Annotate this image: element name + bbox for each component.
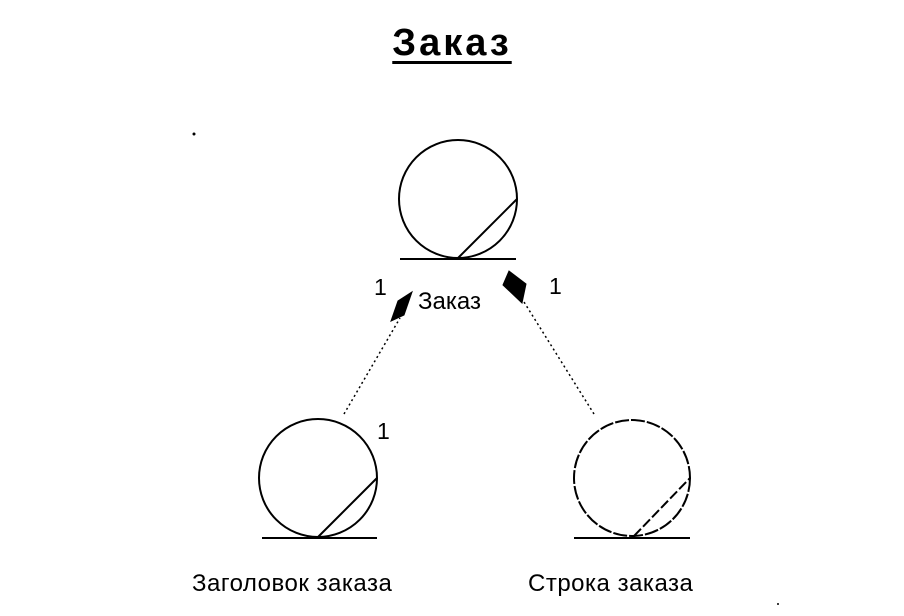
multiplicity-order-header-side: 1 <box>377 418 390 444</box>
entity-order-circle <box>398 139 518 259</box>
entity-order-line-slash <box>633 477 691 537</box>
association-order-header-line[interactable] <box>343 317 401 415</box>
entity-order-header-label: Заголовок заказа <box>192 570 393 597</box>
multiplicity-order-side-left: 1 <box>374 274 387 300</box>
aggregation-diamond-right <box>502 270 527 304</box>
entity-order-line-label: Строка заказа <box>528 570 694 597</box>
entity-order-header-slash <box>317 477 378 538</box>
entity-order-slash <box>457 198 518 259</box>
scan-speck <box>777 603 779 605</box>
multiplicity-order-side-right: 1 <box>549 273 562 299</box>
entity-order-line[interactable] <box>573 419 691 539</box>
entity-order-header[interactable] <box>258 418 378 539</box>
aggregation-diamond-left <box>390 290 413 322</box>
diagram-title: Заказ <box>392 22 512 64</box>
scan-speck <box>192 132 196 136</box>
association-order-line-line[interactable] <box>523 301 595 415</box>
entity-order-line-circle <box>573 419 691 537</box>
entity-order-header-circle <box>258 418 378 538</box>
entity-order[interactable] <box>398 139 518 260</box>
entity-order-label: Заказ <box>418 288 481 315</box>
